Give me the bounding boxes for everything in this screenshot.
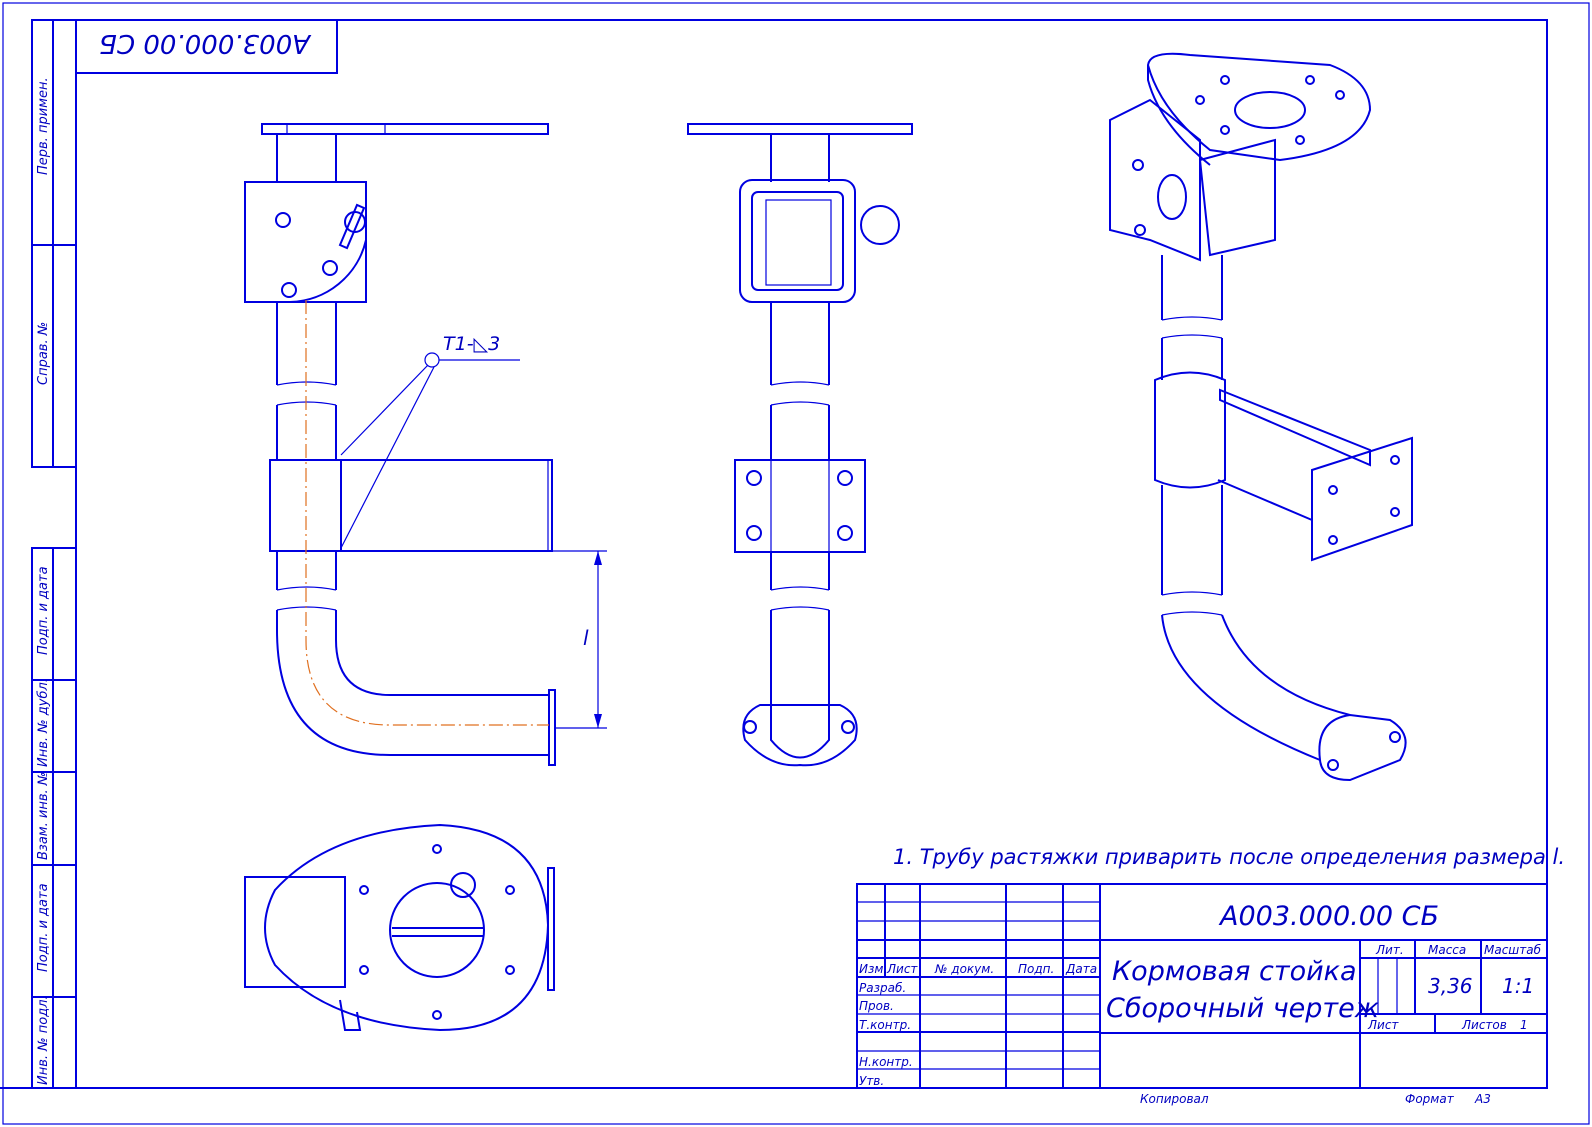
stamp-inv-dubl: Инв. № дубл.: [36, 678, 51, 767]
format-label: Формат: [1405, 1092, 1455, 1106]
scale-label: Масштаб: [1484, 943, 1542, 957]
header-sign: Подп.: [1018, 962, 1054, 976]
sheets-count: 1: [1520, 1018, 1528, 1032]
stamp-perv-primen: Перв. примен.: [36, 77, 51, 175]
rotated-code: A003.000.00 СБ: [99, 28, 312, 58]
title-line-1: Кормовая стойка: [1112, 956, 1357, 987]
role-tech-control: Т.контр.: [859, 1018, 911, 1032]
title-line-2: Сборочный чертеж: [1106, 993, 1380, 1024]
format-value: А3: [1474, 1092, 1491, 1106]
lit-label: Лит.: [1375, 943, 1404, 957]
stamp-podp-data-1: Подп. и дата: [36, 566, 51, 655]
weld-mark: Т1-◺3: [443, 333, 500, 355]
mass-label: Масса: [1428, 943, 1466, 957]
header-list: Лист: [886, 962, 918, 976]
stamp-podp-data-2: Подп. и дата: [36, 883, 51, 972]
copied-label: Копировал: [1140, 1092, 1209, 1106]
header-izm: Изм.: [859, 962, 887, 976]
front-view: l Т1-◺3: [244, 123, 607, 766]
side-stamps: Перв. примен. Справ. № Подп. и дата Инв.…: [36, 77, 51, 1085]
scale-value: 1:1: [1502, 974, 1534, 998]
role-norm-control: Н.контр.: [859, 1055, 913, 1069]
title-block: [0, 883, 1548, 1089]
mass-value: 3,36: [1428, 974, 1473, 998]
isometric-view: [1109, 52, 1413, 782]
sheet-label: Лист: [1367, 1018, 1399, 1032]
role-approved: Утв.: [859, 1074, 884, 1088]
stamp-inv-podl: Инв. № подл.: [36, 995, 51, 1085]
stamp-vzam-inv: Взам. инв. №: [36, 772, 51, 860]
technical-note: 1. Трубу растяжки приварить после опреде…: [893, 845, 1565, 869]
top-view: [244, 823, 555, 1032]
header-doc-no: № докум.: [934, 962, 994, 976]
role-checked: Пров.: [859, 999, 894, 1013]
dimension-label: l: [583, 626, 589, 650]
sheets-label: Листов: [1461, 1018, 1507, 1032]
role-developer: Разраб.: [859, 981, 906, 995]
drawing-code: A003.000.00 СБ: [1218, 901, 1439, 932]
stamp-sprav: Справ. №: [36, 322, 51, 385]
side-view: [687, 123, 913, 767]
header-date: Дата: [1065, 962, 1097, 976]
